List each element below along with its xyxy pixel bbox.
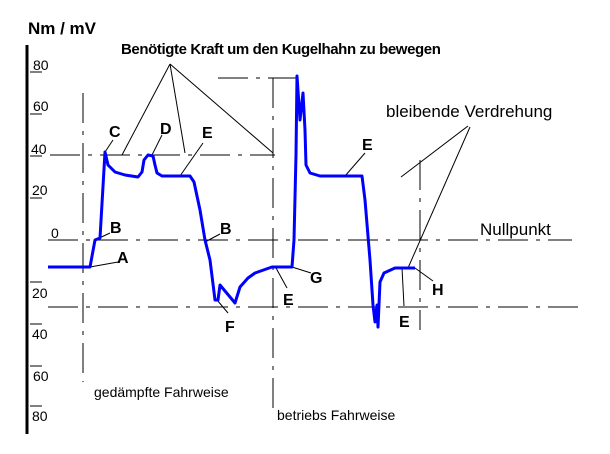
- point-label-g: G: [310, 270, 322, 287]
- point-label-f: F: [225, 319, 235, 336]
- callout-lines: [89, 63, 471, 314]
- point-label-b: B: [220, 221, 232, 238]
- point-label-b: B: [110, 220, 122, 237]
- tick-label: 40: [31, 141, 47, 157]
- tick-label: 40: [32, 326, 48, 342]
- section-label-operational: betriebs Fahrweise: [277, 407, 395, 423]
- point-label-e: E: [202, 125, 213, 142]
- tick-label: 60: [33, 368, 49, 384]
- diagram-title: Benötigte Kraft um den Kugelhahn zu bewe…: [121, 41, 441, 58]
- point-label-e: E: [362, 137, 373, 154]
- point-label-d: D: [160, 121, 172, 138]
- tick-label: 0: [51, 225, 59, 241]
- tick-label: 60: [33, 98, 49, 114]
- point-label-h: H: [432, 282, 444, 299]
- section-label-damped: gedämpfte Fahrweise: [94, 384, 229, 400]
- torque-curve: [48, 74, 415, 329]
- tick-label: 80: [32, 408, 48, 424]
- point-label-c: C: [109, 124, 121, 141]
- tick-label: 20: [32, 182, 48, 198]
- tick-label: 20: [32, 285, 48, 301]
- point-label-e: E: [399, 314, 410, 331]
- tick-label: 80: [33, 57, 49, 73]
- annotation-permanent-twist: bleibende Verdrehung: [386, 102, 552, 121]
- y-unit-label: Nm / mV: [28, 19, 97, 38]
- point-label-e: E: [283, 292, 294, 309]
- annotation-zero-point: Nullpunkt: [480, 220, 551, 239]
- point-label-a: A: [117, 250, 129, 267]
- reference-lines: [48, 77, 582, 410]
